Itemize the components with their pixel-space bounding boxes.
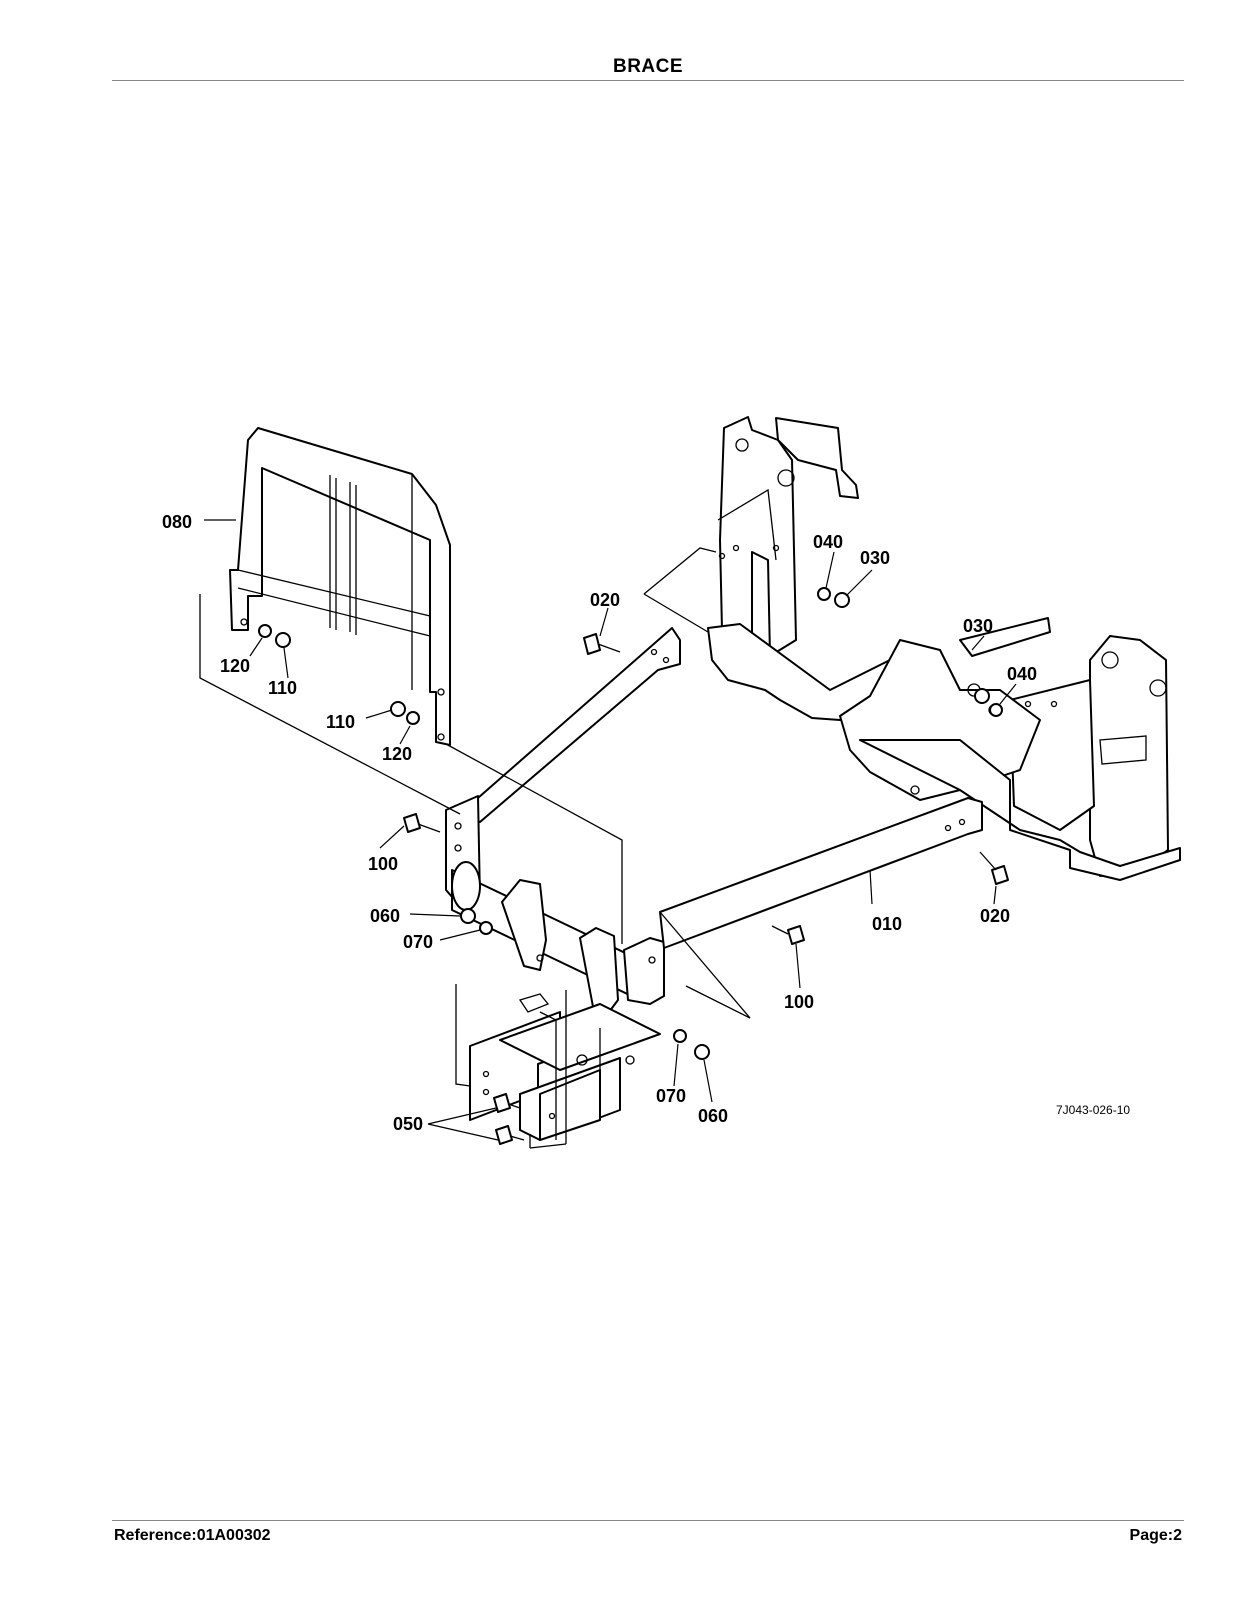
callout-110: 110 <box>326 712 355 732</box>
guard-frame-part <box>229 427 451 746</box>
callout-040: 040 <box>813 532 843 552</box>
callout-060: 060 <box>698 1106 728 1126</box>
mounting-bracket-lower <box>839 617 1181 881</box>
bolt-100-right <box>771 925 805 945</box>
bolt-020-upper <box>583 633 621 655</box>
bolt-100-left <box>403 813 441 833</box>
main-cross-tube <box>445 795 665 1017</box>
callout-020: 020 <box>980 906 1010 926</box>
bolts-050 <box>493 1093 525 1145</box>
page-number: Page:2 <box>1129 1527 1182 1544</box>
callout-100: 100 <box>368 854 398 874</box>
mounting-bracket-upper <box>707 416 901 721</box>
callout-050: 050 <box>393 1114 423 1134</box>
callout-060: 060 <box>370 906 400 926</box>
callout-070: 070 <box>403 932 433 952</box>
callout-120: 120 <box>382 744 412 764</box>
bottom-bracket-assembly <box>469 993 661 1141</box>
header-divider <box>112 80 1184 81</box>
alignment-lines <box>199 547 751 1149</box>
nuts-060-070 <box>460 908 710 1060</box>
callout-120: 120 <box>220 656 250 676</box>
callout-010: 010 <box>872 914 902 934</box>
footer-divider <box>112 1520 1184 1521</box>
callout-030: 030 <box>860 548 890 568</box>
callout-100: 100 <box>784 992 814 1012</box>
lower-brace-bar <box>659 797 983 949</box>
callout-070: 070 <box>656 1086 686 1106</box>
nuts-030-040 <box>817 587 1003 717</box>
drawing-code: 7J043-026-10 <box>1056 1103 1130 1117</box>
nut-washer-group-left <box>258 624 420 725</box>
callout-040: 040 <box>1007 664 1037 684</box>
callout-080: 080 <box>162 512 192 532</box>
bolt-020-lower <box>979 851 1009 885</box>
callout-020: 020 <box>590 590 620 610</box>
callout-110: 110 <box>268 678 297 698</box>
upper-brace-bar <box>461 627 681 823</box>
page-title: BRACE <box>612 56 684 77</box>
reference-number: Reference:01A00302 <box>114 1527 271 1544</box>
leader-lines <box>204 519 1017 1141</box>
callout-labels: 080 040 030 020 030 040 120 110 110 120 … <box>162 512 1130 1134</box>
callout-030: 030 <box>963 616 993 636</box>
